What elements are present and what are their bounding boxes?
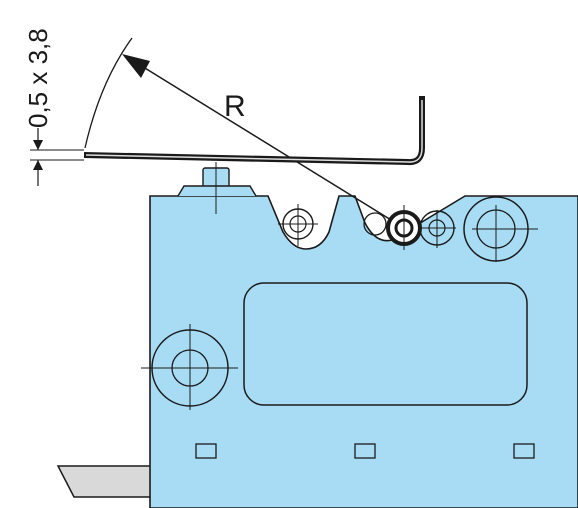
pivot-side-hole-left: [363, 212, 387, 236]
lever-arm-highlight: [85, 100, 423, 163]
switch-body: [149, 195, 578, 508]
thickness-dimension: [30, 128, 84, 186]
lever-arm: [83, 100, 425, 166]
mounting-hole-top-right: [463, 196, 538, 262]
slot-left: [195, 443, 217, 459]
mounting-hole-top-left: [278, 204, 318, 246]
plunger-base: [177, 185, 257, 197]
dimension-label: 0,5 x 3,8: [23, 28, 53, 128]
terminal-blade: [56, 465, 155, 498]
radius-label: R: [224, 90, 246, 123]
label-window: [243, 282, 528, 406]
lever-pivot: [386, 205, 422, 250]
slot-right: [513, 443, 535, 459]
radius-arrowhead: [122, 54, 150, 78]
mounting-hole-left: [141, 324, 238, 410]
radius-arc: [84, 37, 133, 149]
slot-middle: [354, 443, 376, 459]
radius-line: [139, 64, 405, 229]
